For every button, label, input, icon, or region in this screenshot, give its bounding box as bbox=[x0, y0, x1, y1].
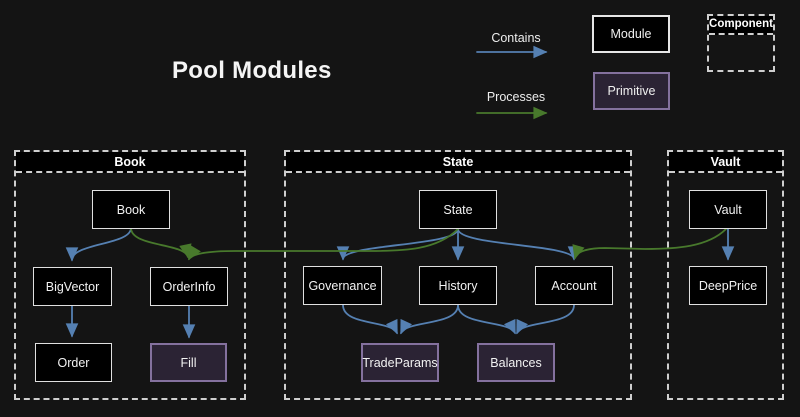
node-governance-label: Governance bbox=[308, 278, 377, 293]
node-book-label: Book bbox=[116, 202, 146, 217]
node-balances-label: Balances bbox=[490, 355, 542, 370]
node-bigvector: BigVector bbox=[33, 267, 112, 306]
legend-contains-label: Contains bbox=[491, 31, 541, 45]
node-account-label: Account bbox=[551, 278, 597, 293]
node-vault-label: Vault bbox=[714, 202, 742, 217]
legend-component-label: Component bbox=[709, 16, 773, 35]
book-container-header: Book bbox=[16, 152, 244, 173]
node-history-label: History bbox=[438, 278, 478, 293]
book-container: Book bbox=[14, 150, 246, 400]
node-tradeparams-label: TradeParams bbox=[362, 355, 438, 370]
node-tradeparams: TradeParams bbox=[361, 343, 439, 382]
node-vault: Vault bbox=[689, 190, 767, 229]
legend-processes-label: Processes bbox=[486, 90, 546, 104]
legend-primitive-label: Primitive bbox=[607, 84, 656, 98]
node-history: History bbox=[419, 266, 497, 305]
vault-container-header: Vault bbox=[669, 152, 782, 173]
node-state-label: State bbox=[443, 202, 473, 217]
node-deepprice: DeepPrice bbox=[689, 266, 767, 305]
legend-module-box: Module bbox=[592, 15, 670, 53]
legend-module-label: Module bbox=[610, 27, 652, 41]
legend-component-box: Component bbox=[707, 14, 775, 72]
node-order: Order bbox=[35, 343, 112, 382]
state-container: State bbox=[284, 150, 632, 400]
node-deepprice-label: DeepPrice bbox=[698, 278, 758, 293]
state-container-header: State bbox=[286, 152, 630, 173]
node-fill: Fill bbox=[150, 343, 227, 382]
node-book: Book bbox=[92, 190, 170, 229]
node-governance: Governance bbox=[303, 266, 382, 305]
vault-container: Vault bbox=[667, 150, 784, 400]
page-title: Pool Modules bbox=[172, 57, 332, 84]
node-state: State bbox=[419, 190, 497, 229]
node-order-label: Order bbox=[57, 355, 90, 370]
node-bigvector-label: BigVector bbox=[45, 279, 100, 294]
node-fill-label: Fill bbox=[180, 355, 197, 370]
node-balances: Balances bbox=[477, 343, 555, 382]
node-orderinfo: OrderInfo bbox=[150, 267, 228, 306]
node-orderinfo-label: OrderInfo bbox=[162, 279, 216, 294]
legend-primitive-box: Primitive bbox=[593, 72, 670, 110]
node-account: Account bbox=[535, 266, 613, 305]
